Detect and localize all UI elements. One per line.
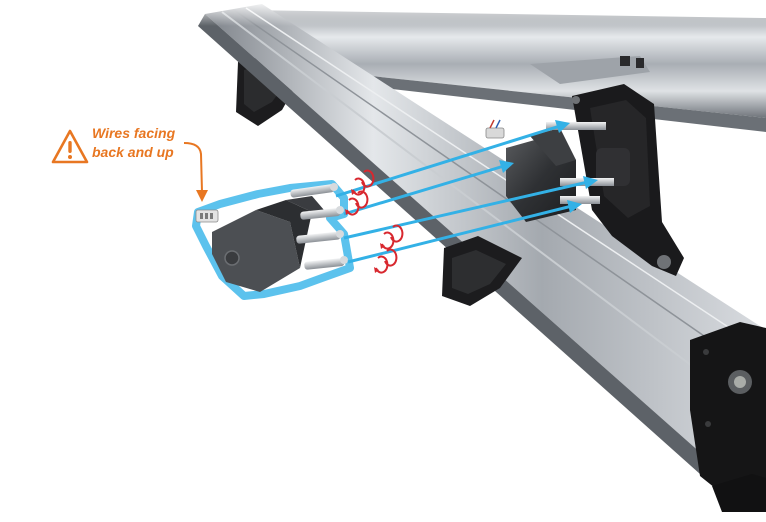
callout-line-2: back and up bbox=[92, 144, 174, 160]
motor-assembly-highlighted bbox=[192, 180, 354, 300]
arrow-1 bbox=[335, 120, 570, 198]
wires-callout: Wires facing back and up bbox=[92, 124, 175, 162]
rotation-indicators bbox=[345, 169, 404, 274]
rotate-clockwise-icon bbox=[345, 190, 369, 216]
rotate-clockwise-icon bbox=[374, 248, 398, 274]
arrow-2 bbox=[343, 160, 514, 216]
callout-leader-arrow bbox=[183, 142, 208, 202]
callout-line-1: Wires facing bbox=[92, 125, 176, 141]
rotate-clockwise-icon bbox=[351, 169, 375, 196]
motor-rods bbox=[290, 183, 348, 270]
rail-wire-connector bbox=[485, 119, 505, 139]
carriage-plate bbox=[530, 56, 684, 276]
rotate-clockwise-icon bbox=[380, 224, 404, 250]
warning-triangle-icon bbox=[51, 129, 89, 164]
arrow-3 bbox=[343, 176, 598, 240]
motor-highlight-glow bbox=[192, 180, 354, 300]
arrow-4 bbox=[347, 200, 582, 264]
end-bracket bbox=[690, 322, 766, 512]
mounted-motor bbox=[506, 122, 614, 222]
insertion-arrows bbox=[335, 120, 598, 264]
top-fade bbox=[180, 0, 766, 26]
front-support-foot bbox=[442, 236, 522, 306]
motor-body bbox=[212, 196, 324, 292]
motor-wire-connector bbox=[195, 209, 219, 223]
